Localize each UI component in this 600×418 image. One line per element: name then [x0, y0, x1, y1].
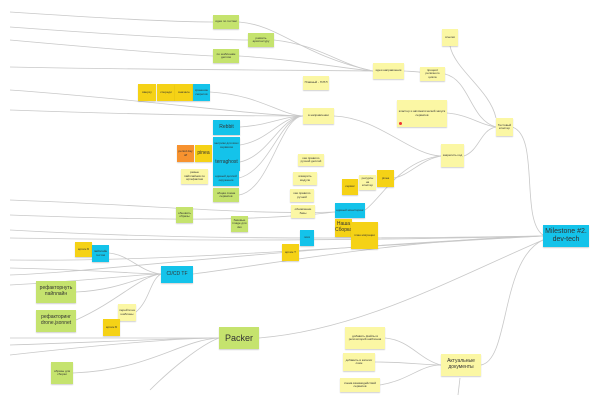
note[interactable]: вначале: [175, 84, 193, 101]
note[interactable]: артем Б: [75, 242, 92, 257]
note[interactable]: общая схема сервисов: [213, 188, 239, 202]
note[interactable]: pinea: [377, 170, 394, 187]
note[interactable]: артем Б: [103, 319, 120, 336]
note[interactable]: сервис: [342, 179, 358, 195]
note[interactable]: развить архитектуру: [248, 33, 274, 47]
note[interactable]: хранение секретов: [193, 84, 210, 101]
note[interactable]: как правило ручной деплой: [298, 154, 324, 166]
note[interactable]: пайплайн тестов: [92, 245, 109, 262]
red-dot-icon: [399, 122, 402, 125]
note[interactable]: артем Т: [282, 244, 299, 261]
note[interactable]: идеи направления: [373, 63, 404, 79]
note-rebbit[interactable]: Rebbit: [213, 120, 240, 135]
note[interactable]: кластер и автоматический запуск сервисов: [397, 100, 447, 127]
note[interactable]: образы для сборки: [51, 362, 73, 384]
note[interactable]: вверху: [138, 84, 156, 101]
note[interactable]: идеи по тестам: [213, 15, 239, 29]
note-packer[interactable]: Packer: [219, 327, 259, 349]
note-docs[interactable]: Актуальные документы: [441, 354, 481, 376]
note[interactable]: процесс релизного цикла: [420, 67, 445, 81]
note[interactable]: закрепить код: [441, 144, 464, 167]
note[interactable]: ресурсы на кластер: [359, 175, 376, 190]
note-text: кластер и автоматический запуск сервисов: [398, 109, 446, 117]
note[interactable]: схема взаимодействий сервисов: [340, 378, 380, 392]
note[interactable]: добавить файлы в репозиторий шаблонов: [345, 327, 385, 349]
note[interactable]: Наша Сборка: [335, 219, 352, 237]
note[interactable]: обновить образы: [176, 207, 193, 223]
note[interactable]: рефакторинг drone.jsonnet: [36, 310, 76, 332]
note-cicd[interactable]: CI/CD TF: [161, 266, 193, 283]
note[interactable]: ссылки: [442, 29, 458, 46]
note[interactable]: pinea: [195, 145, 212, 162]
note[interactable]: перейти на шаблоны: [118, 304, 136, 321]
note[interactable]: единый мониторинг: [335, 203, 365, 218]
note[interactable]: в направлении: [303, 108, 334, 124]
note[interactable]: Тестовый кластер: [496, 118, 513, 136]
note[interactable]: логи: [300, 230, 314, 246]
note[interactable]: period day off: [177, 145, 194, 162]
note[interactable]: обновление базы: [291, 205, 315, 218]
note[interactable]: рефакторнуть пайплайн: [36, 281, 76, 303]
note[interactable]: добавить в каталог схем: [343, 353, 375, 371]
note[interactable]: единый деплой окружения: [213, 171, 239, 186]
note[interactable]: Плавный - ГИТЛ: [303, 76, 329, 90]
note[interactable]: спереди: [157, 84, 175, 101]
note-terraghost[interactable]: terraghost: [213, 154, 240, 171]
note[interactable]: план миграции: [351, 222, 378, 249]
root-node-milestone[interactable]: Milestone #2. dev-tech: [543, 225, 589, 247]
note[interactable]: базовые image для dev: [231, 216, 248, 232]
note[interactable]: измерить модули: [293, 172, 317, 185]
note[interactable]: метрики для всех сервисов: [213, 137, 240, 154]
note[interactable]: как правило ручной: [290, 189, 314, 202]
note[interactable]: ревью пайплайнов по артефактам: [181, 169, 208, 184]
note[interactable]: по шаблонам деплоя: [213, 49, 239, 63]
